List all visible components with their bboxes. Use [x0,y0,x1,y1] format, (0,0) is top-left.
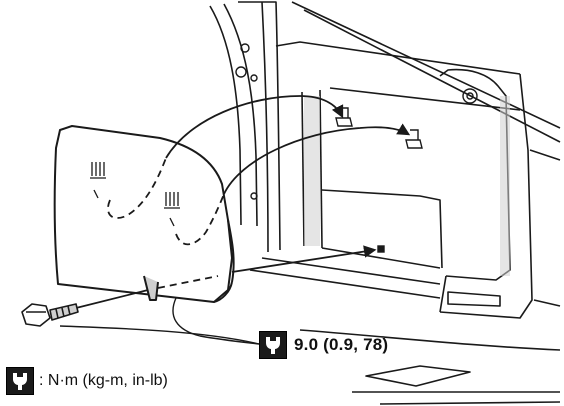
clip-receptacles [335,107,423,253]
units-legend: : N·m (kg-m, in-lb) [6,366,168,396]
torque-wrench-icon [259,331,287,359]
torque-wrench-icon [6,367,34,395]
panel-shading [304,96,510,276]
clip-alignment-arrows [107,95,411,246]
panel-clip-symbols [90,162,180,227]
torque-value: 9.0 (0.9, 78) [294,335,389,354]
units-legend-text: : N·m (kg-m, in-lb) [39,372,168,389]
trim-panel [53,125,235,303]
bolt-insertion-arrow [67,245,377,311]
torque-callout: 9.0 (0.9, 78) [259,330,388,360]
bolt [21,303,79,327]
body-panel [209,1,561,405]
torque-leader-lines [59,297,260,345]
body-holes [235,43,478,200]
